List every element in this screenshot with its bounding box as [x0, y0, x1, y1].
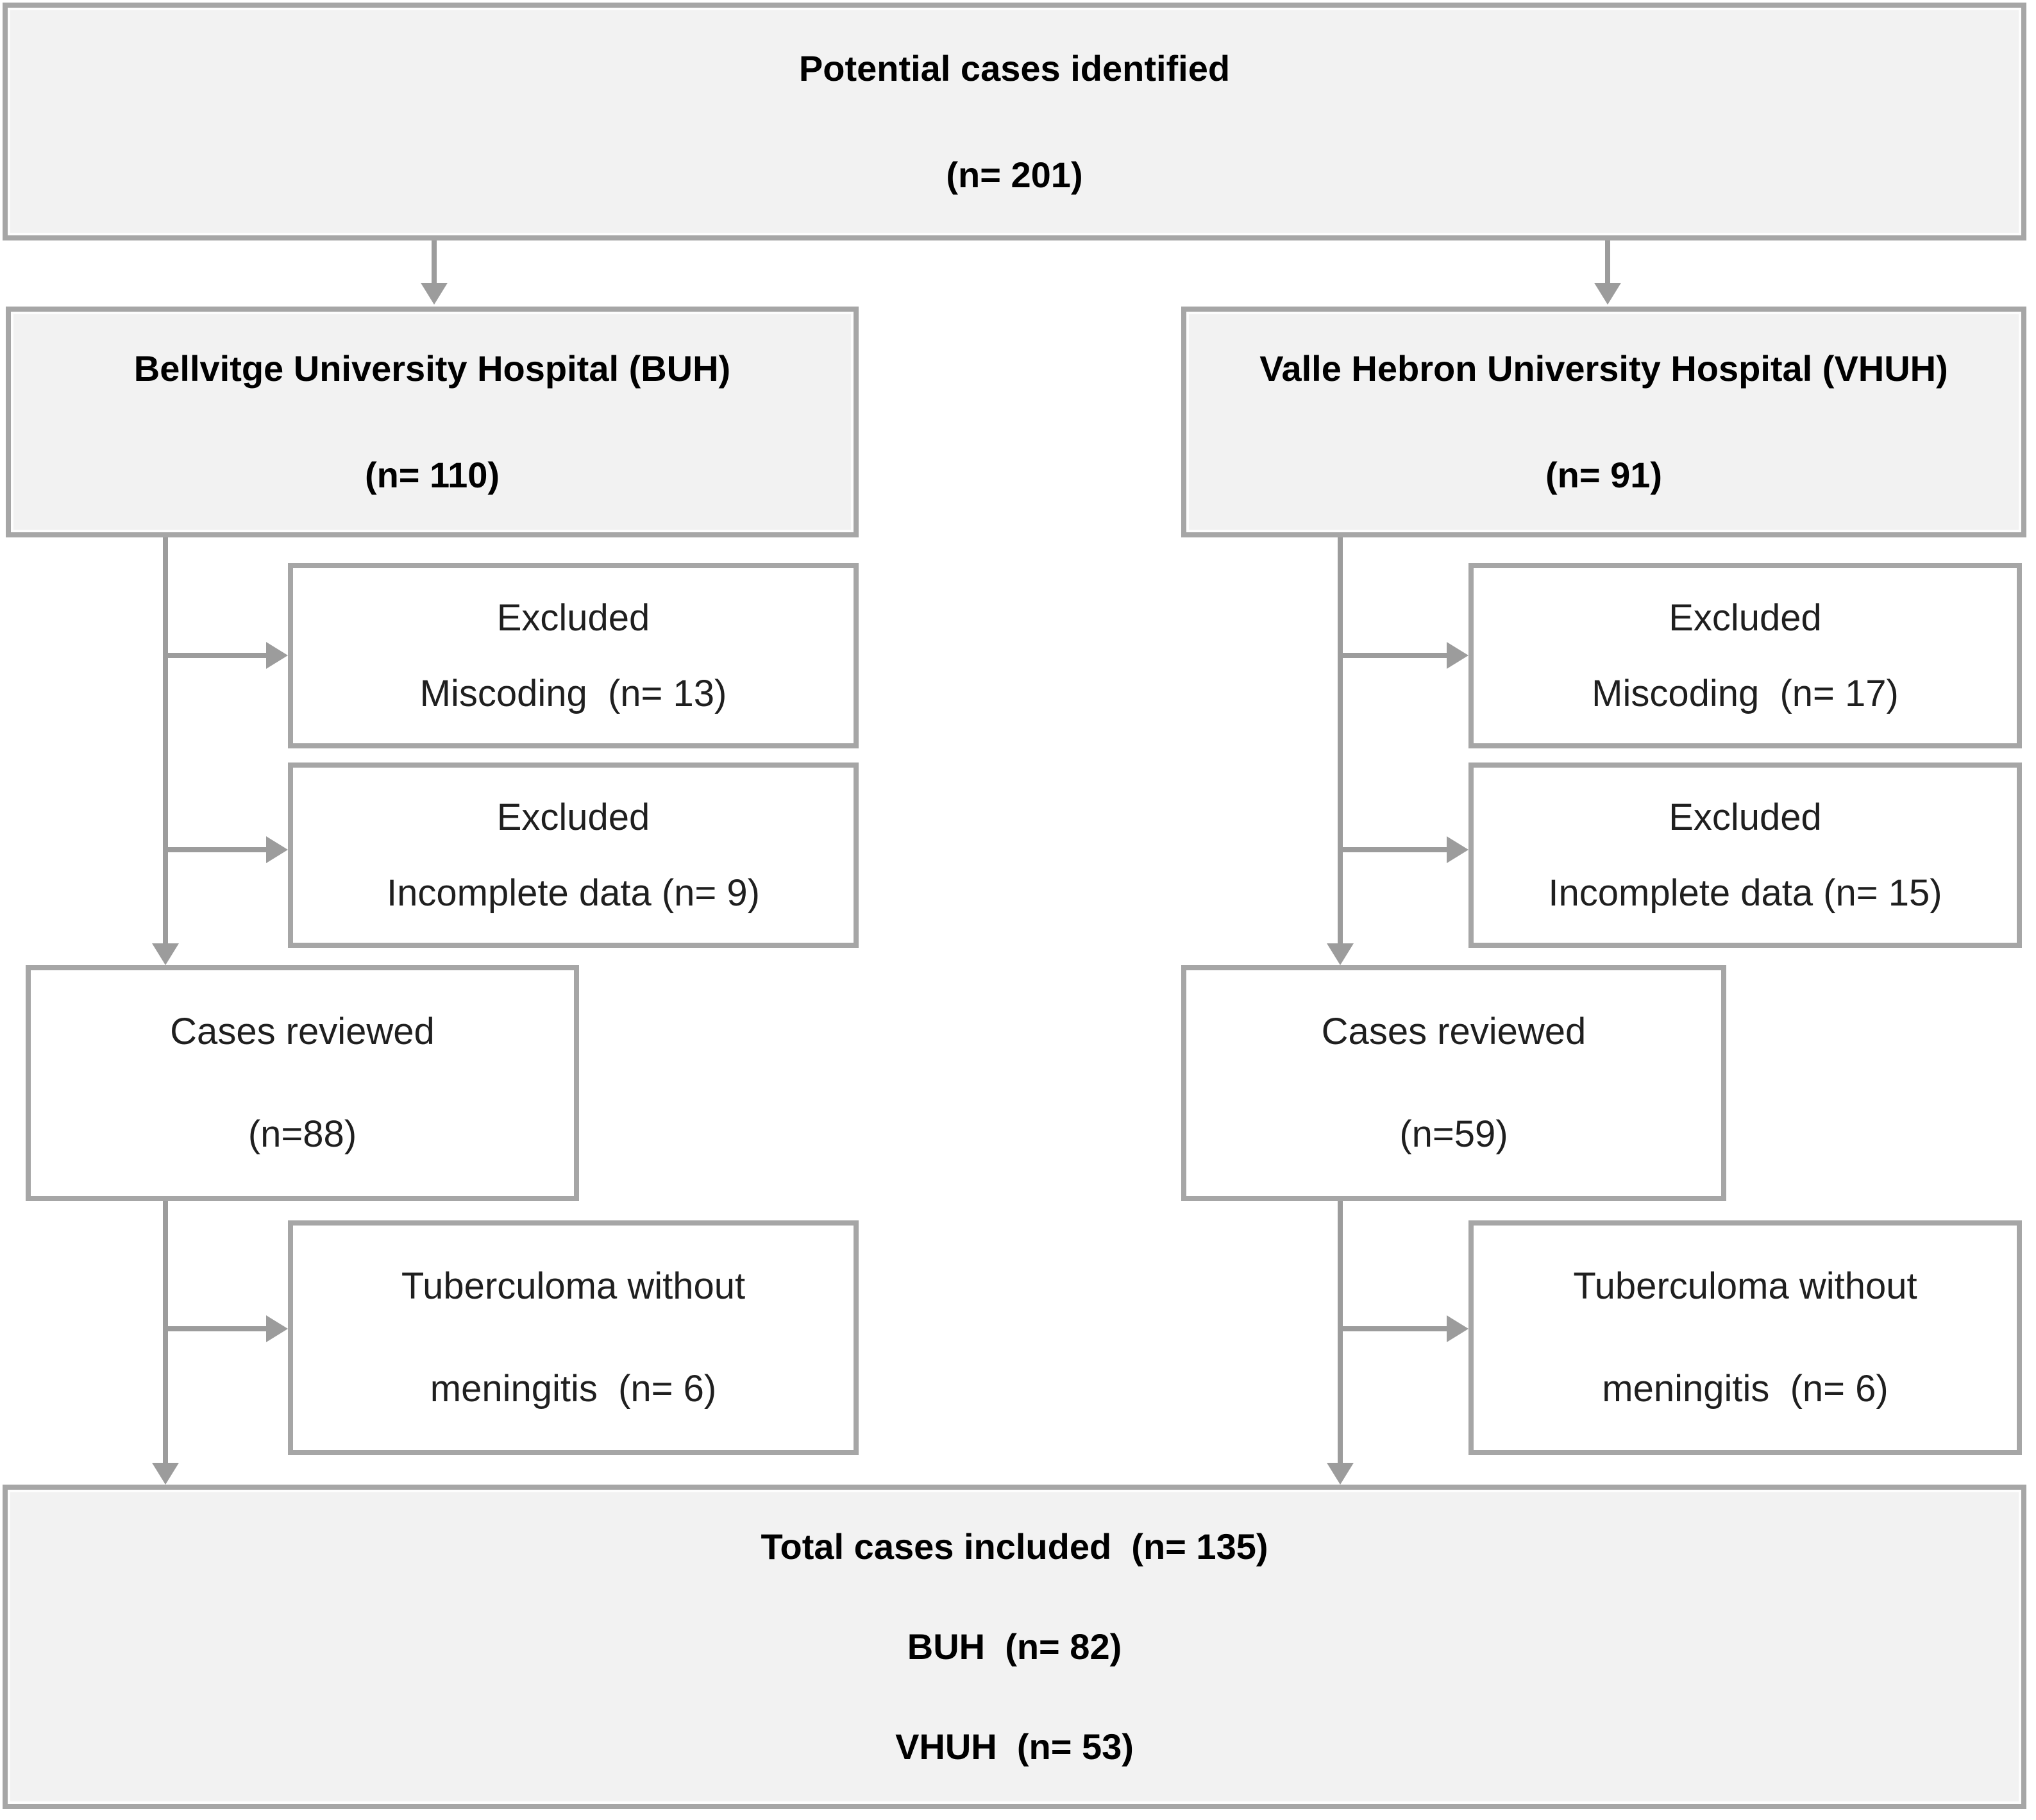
- box-vhuh-cases-reviewed: Cases reviewed (n=59): [1181, 965, 1726, 1201]
- vhuh-tuberculoma-count: meningitis (n= 6): [1602, 1368, 1889, 1410]
- connector-vhuh-reviewed-to-total-line: [1338, 1201, 1343, 1463]
- buh-title: Bellvitge University Hospital (BUH): [133, 348, 731, 389]
- vhuh-cases-reviewed-count: (n=59): [1399, 1113, 1508, 1155]
- vhuh-title: Valle Hebron University Hospital (VHUH): [1259, 348, 1948, 389]
- box-buh-tuberculoma: Tuberculoma without meningitis (n= 6): [288, 1220, 859, 1455]
- box-buh-excluded-miscoding: Excluded Miscoding (n= 13): [288, 563, 859, 748]
- connector-buh-reviewed-to-total-arrowhead-icon: [152, 1463, 179, 1485]
- vhuh-excluded-miscoding-count: Miscoding (n= 17): [1592, 672, 1899, 714]
- potential-cases-title: Potential cases identified: [798, 47, 1231, 88]
- connector-vhuh-to-reviewed-arrowhead-icon: [1327, 943, 1354, 965]
- connector-buh-to-miscoding-arrowhead-icon: [266, 642, 288, 669]
- connector-vhuh-reviewed-to-total-arrowhead-icon: [1327, 1463, 1354, 1485]
- connector-buh-to-incomplete-line: [165, 847, 266, 852]
- potential-cases-count: (n= 201): [946, 154, 1083, 195]
- connector-top-to-vhuh-arrowhead-icon: [1594, 283, 1621, 305]
- connector-buh-to-incomplete-arrowhead-icon: [266, 836, 288, 863]
- buh-count: (n= 110): [364, 455, 500, 495]
- connector-buh-to-reviewed-arrowhead-icon: [152, 943, 179, 965]
- total-buh-line: BUH (n= 82): [907, 1626, 1122, 1667]
- vhuh-count: (n= 91): [1545, 455, 1663, 495]
- buh-tuberculoma-title: Tuberculoma without: [401, 1265, 746, 1307]
- connector-top-to-buh-line: [432, 240, 437, 284]
- vhuh-cases-reviewed-title: Cases reviewed: [1321, 1011, 1586, 1052]
- box-vhuh-excluded-incomplete: Excluded Incomplete data (n= 15): [1468, 763, 2022, 948]
- box-buh: Bellvitge University Hospital (BUH) (n= …: [6, 307, 859, 537]
- buh-excluded-incomplete-count: Incomplete data (n= 9): [387, 872, 760, 914]
- connector-vhuh-to-miscoding-line: [1340, 653, 1447, 658]
- box-total-included: Total cases included (n= 135) BUH (n= 82…: [3, 1485, 2026, 1809]
- vhuh-tuberculoma-title: Tuberculoma without: [1573, 1265, 1917, 1307]
- box-vhuh-tuberculoma: Tuberculoma without meningitis (n= 6): [1468, 1220, 2022, 1455]
- connector-buh-reviewed-to-total-line: [163, 1201, 168, 1463]
- connector-buh-to-tuberculoma-line: [165, 1326, 266, 1331]
- vhuh-excluded-incomplete-title: Excluded: [1669, 796, 1822, 838]
- connector-buh-to-miscoding-line: [165, 653, 266, 658]
- buh-excluded-incomplete-title: Excluded: [496, 796, 650, 838]
- connector-top-to-buh-arrowhead-icon: [421, 283, 448, 305]
- connector-vhuh-to-miscoding-arrowhead-icon: [1447, 642, 1468, 669]
- connector-buh-to-tuberculoma-arrowhead-icon: [266, 1315, 288, 1342]
- connector-vhuh-to-tuberculoma-line: [1340, 1326, 1447, 1331]
- box-vhuh-excluded-miscoding: Excluded Miscoding (n= 17): [1468, 563, 2022, 748]
- connector-vhuh-to-reviewed-line: [1338, 537, 1343, 943]
- vhuh-excluded-incomplete-count: Incomplete data (n= 15): [1548, 872, 1942, 914]
- connector-vhuh-to-tuberculoma-arrowhead-icon: [1447, 1315, 1468, 1342]
- buh-tuberculoma-count: meningitis (n= 6): [430, 1368, 717, 1410]
- connector-buh-to-reviewed-line: [163, 537, 168, 943]
- connector-vhuh-to-incomplete-arrowhead-icon: [1447, 836, 1468, 863]
- buh-excluded-miscoding-title: Excluded: [496, 596, 650, 639]
- box-buh-cases-reviewed: Cases reviewed (n=88): [26, 965, 579, 1201]
- buh-cases-reviewed-count: (n=88): [248, 1113, 357, 1155]
- connector-top-to-vhuh-line: [1605, 240, 1610, 284]
- total-included-line: Total cases included (n= 135): [761, 1526, 1268, 1567]
- connector-vhuh-to-incomplete-line: [1340, 847, 1447, 852]
- buh-cases-reviewed-title: Cases reviewed: [170, 1011, 435, 1052]
- box-vhuh: Valle Hebron University Hospital (VHUH) …: [1181, 307, 2026, 537]
- box-potential-cases: Potential cases identified (n= 201): [3, 3, 2026, 240]
- total-vhuh-line: VHUH (n= 53): [895, 1726, 1134, 1767]
- box-buh-excluded-incomplete: Excluded Incomplete data (n= 9): [288, 763, 859, 948]
- buh-excluded-miscoding-count: Miscoding (n= 13): [419, 672, 727, 714]
- vhuh-excluded-miscoding-title: Excluded: [1669, 596, 1822, 639]
